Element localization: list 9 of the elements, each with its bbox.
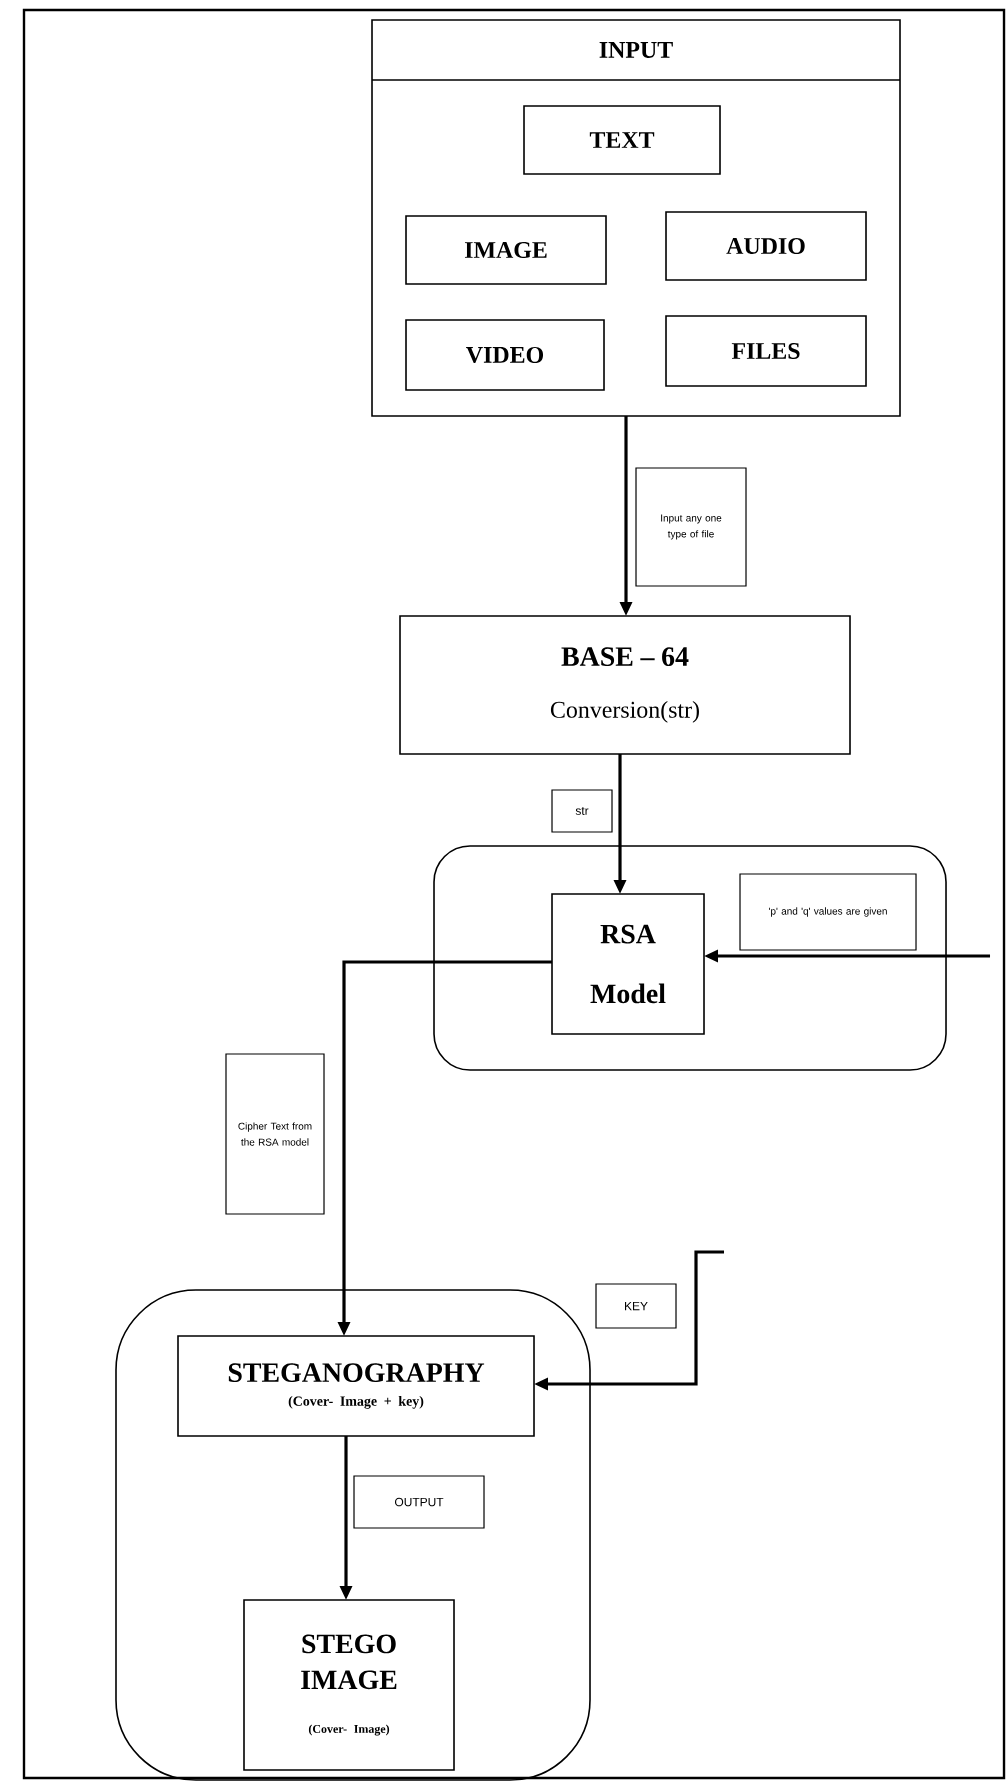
group-box [433,845,947,1071]
process-box: RSA Model [551,893,705,1035]
process-box: FILES [665,315,867,387]
process-box: VIDEO [405,319,605,391]
process-box: AUDIO [665,211,867,281]
process-box: TEXT [523,105,721,175]
process-box: IMAGE [405,215,607,285]
group-box [115,1289,591,1781]
process-box: BASE – 64 Conversion(str) [399,615,851,755]
